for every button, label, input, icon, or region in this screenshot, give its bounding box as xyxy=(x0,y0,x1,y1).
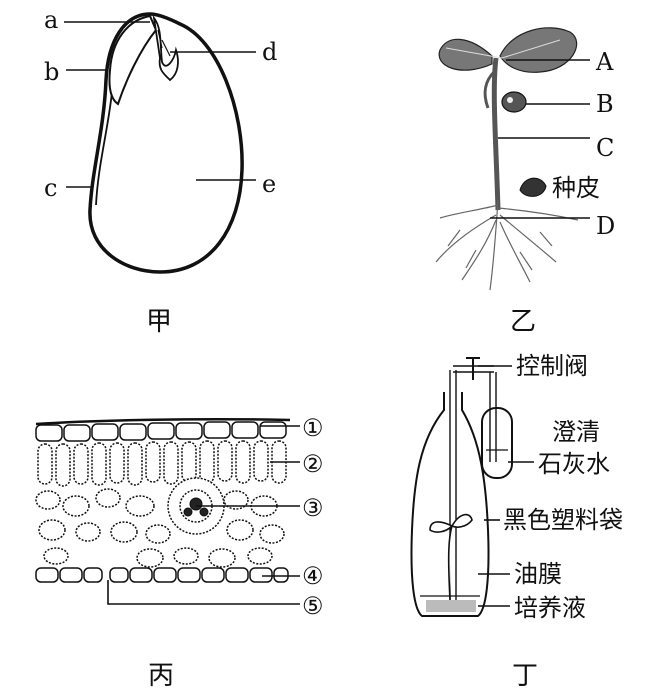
plant-in-flask xyxy=(429,513,473,601)
cotyledon-dot xyxy=(507,97,513,103)
seed-inner-line xyxy=(95,91,113,206)
label-a: a xyxy=(44,6,58,34)
label-limewater-1: 澄清 xyxy=(552,418,600,446)
label-2: ② xyxy=(302,450,324,478)
label-valve: 控制阀 xyxy=(516,352,588,380)
cotyledon-bud xyxy=(501,91,527,113)
label-bag: 黑色塑料袋 xyxy=(503,506,623,534)
caption-ding: 丁 xyxy=(512,661,538,691)
plumule-detail xyxy=(157,29,171,57)
label-d: d xyxy=(262,38,277,66)
label-D: D xyxy=(596,212,615,240)
label-limewater-2: 石灰水 xyxy=(538,450,610,478)
caption-yi: 乙 xyxy=(510,307,536,337)
stem xyxy=(491,57,501,211)
panel-yi-seedling: A B C D 种皮 乙 xyxy=(435,27,615,337)
label-5: ⑤ xyxy=(302,592,324,620)
label-oil: 油膜 xyxy=(514,560,562,588)
panel-bing-leaf-section: ① ② ③ ④ ⑤ 丙 xyxy=(35,414,324,691)
seed-outline xyxy=(88,12,244,274)
label-b: b xyxy=(44,58,59,86)
label-B: B xyxy=(596,90,614,118)
spongy-layer xyxy=(35,488,285,568)
label-1: ① xyxy=(302,414,324,442)
embryo-plumule xyxy=(152,14,179,82)
root-system xyxy=(435,199,579,291)
palisade-layer xyxy=(37,440,287,487)
upper-epidermis xyxy=(35,421,287,442)
label-C: C xyxy=(596,134,614,162)
upper-surface xyxy=(35,417,291,426)
leaf-vein xyxy=(445,39,561,59)
label-A: A xyxy=(595,48,614,76)
caption-bing: 丙 xyxy=(148,661,174,691)
leaf-right xyxy=(499,27,578,73)
label-e: e xyxy=(262,170,276,198)
label-4: ④ xyxy=(302,562,324,590)
panel-jia-seed: a b c d e 甲 xyxy=(44,6,277,337)
label-c: c xyxy=(44,174,57,202)
label-seed-coat: 种皮 xyxy=(552,174,600,202)
lower-epidermis xyxy=(35,567,289,583)
caption-jia: 甲 xyxy=(146,307,172,337)
label-nutrient: 培养液 xyxy=(514,594,586,622)
flask-outline xyxy=(410,392,490,617)
leader-5 xyxy=(107,580,300,605)
leaf-left xyxy=(438,38,493,71)
tube-right-down xyxy=(489,372,497,462)
nutrient-liquid xyxy=(426,600,476,612)
valve-shape xyxy=(466,357,480,380)
stem-left-arm xyxy=(483,70,496,109)
label-3: ③ xyxy=(302,494,324,522)
seed-coat-shape xyxy=(519,177,547,197)
panel-ding-apparatus: 控制阀 澄清 石灰水 黑色塑料袋 油膜 培养液 丁 xyxy=(410,352,623,691)
limewater-tube xyxy=(481,407,513,479)
embryo-radicle xyxy=(108,14,158,106)
